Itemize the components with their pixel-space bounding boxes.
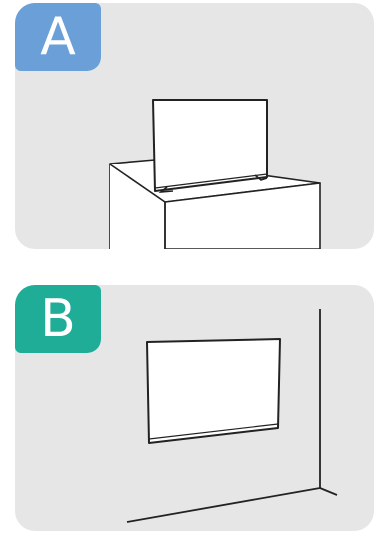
wall-tv-screen (146, 338, 281, 444)
tv-bottom-bezel (154, 173, 268, 189)
tv-wall-mounted-illustration (126, 309, 338, 523)
panel-b-label: B (40, 289, 76, 349)
tv-left-foot (158, 186, 174, 194)
tv-screen (152, 99, 268, 192)
wall-tv-bottom-bezel (148, 423, 279, 440)
panel-b-tv-wall-mounted: B (15, 285, 374, 531)
stand-left-edge (109, 163, 166, 203)
floor-right-line (319, 487, 338, 496)
panel-a-badge: A (15, 3, 101, 71)
panel-b-badge: B (15, 285, 101, 353)
panel-a-label: A (40, 7, 76, 67)
tv-on-stand-illustration (109, 99, 321, 249)
tv-right-foot (254, 174, 268, 181)
panel-a-tv-on-stand: A (15, 3, 374, 249)
floor-line (126, 487, 321, 523)
